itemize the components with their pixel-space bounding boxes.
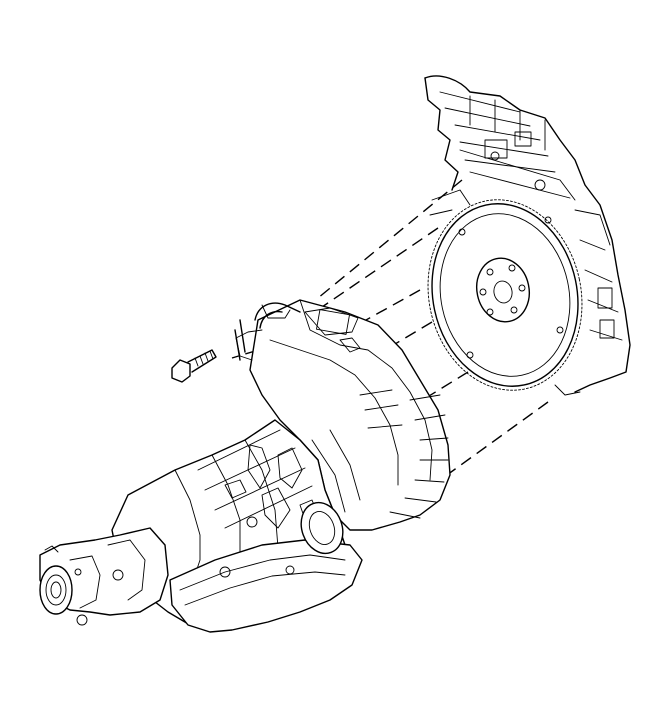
oil-pan — [169, 539, 363, 633]
transmission-vent-tube — [254, 302, 301, 329]
flywheel-bolt-holes — [479, 264, 526, 316]
flywheel — [427, 199, 583, 391]
flexplate-holes — [458, 216, 564, 359]
output-extension-housing — [39, 527, 169, 626]
bell-housing-bolt — [171, 349, 217, 383]
engine-block — [424, 75, 631, 396]
cooler-line-port — [300, 501, 344, 555]
transmission-bell-housing — [234, 299, 451, 531]
